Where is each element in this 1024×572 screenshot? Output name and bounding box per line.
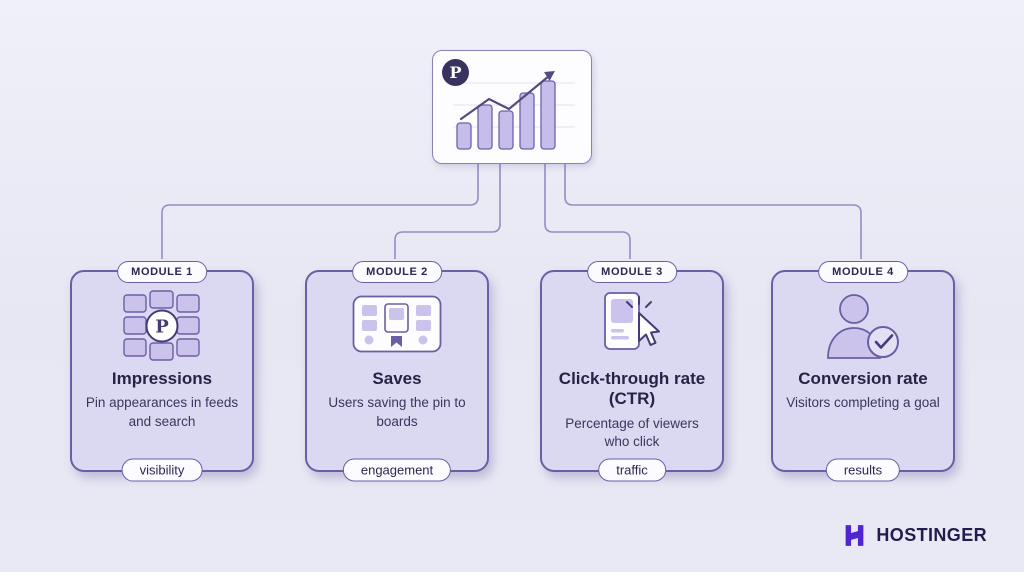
module-badge: MODULE 3 <box>587 261 677 283</box>
pinterest-p-letter: P <box>155 317 169 338</box>
mini-bar-chart-bars <box>456 80 556 150</box>
module-badge: MODULE 2 <box>352 261 442 283</box>
module-card-ctr: MODULE 3 Click-through rate (CTR) Percen… <box>540 261 724 482</box>
module-badge: MODULE 1 <box>117 261 207 283</box>
module-tag: visibility <box>121 458 203 482</box>
module-card-conversion: MODULE 4 Conversion rate Visitors comple… <box>771 261 955 482</box>
pin-grid-icon: P <box>122 285 202 367</box>
module-badge: MODULE 4 <box>818 261 908 283</box>
click-cursor-icon <box>595 285 669 367</box>
module-title: Impressions <box>111 369 213 388</box>
module-card-impressions: MODULE 1 P Impressions Pin appearances i… <box>70 261 254 482</box>
module-description: Users saving the pin to boards <box>328 395 466 429</box>
module-tag: engagement <box>342 458 452 482</box>
hostinger-h-mark <box>846 525 864 546</box>
module-title: Conversion rate <box>798 369 928 388</box>
module-tag: traffic <box>598 458 666 482</box>
hostinger-logo: HOSTINGER <box>842 523 987 548</box>
module-description: Visitors completing a goal <box>786 395 940 411</box>
module-card-saves: MODULE 2 Saves Users saving the pin to b… <box>305 261 489 482</box>
module-description: Percentage of viewers who click <box>565 415 699 449</box>
header-analytics-card: P <box>432 50 592 164</box>
module-tag: results <box>825 458 901 482</box>
module-title: Saves <box>372 369 422 388</box>
hostinger-wordmark: HOSTINGER <box>876 525 987 545</box>
pinterest-logo: P <box>442 59 469 86</box>
saved-board-icon <box>352 285 442 367</box>
module-description: Pin appearances in feeds and search <box>85 395 239 429</box>
pinterest-p-letter: P <box>449 63 462 82</box>
person-check-icon <box>820 285 906 367</box>
growth-chart-icon <box>453 71 575 150</box>
module-title: Click-through rate (CTR) <box>558 369 706 409</box>
